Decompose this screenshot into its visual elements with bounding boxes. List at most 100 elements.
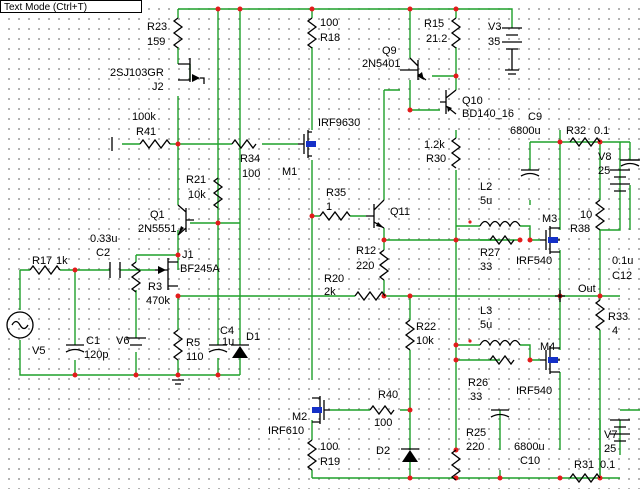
label-R5: R5 [186,337,200,349]
label-R27-value: 33 [480,261,492,273]
resistor-R35 [319,210,351,222]
inductor-L2 [479,220,521,228]
label-V3-value: 35 [488,36,500,48]
label-J1-part: BF245A [180,263,220,275]
label-Q10: Q10 [462,95,483,107]
label-C4-value: 1u [222,336,234,348]
label-Q1-part: 2N5551 [138,223,177,235]
source-V7 [610,419,630,442]
label-V5: V5 [32,345,45,357]
resistor-R20 [354,290,386,302]
label-R35-value: 1 [326,201,332,213]
label-R26: R26 [468,377,488,389]
resistor-R23 [172,17,184,49]
resistor-R15 [450,17,462,49]
label-R41-value: 100k [132,111,156,123]
label-M1: M1 [282,166,297,178]
label-V6: V6 [116,335,129,347]
label-Q11: Q11 [390,206,410,218]
label-V3: V3 [488,21,501,33]
resistor-R5 [172,329,184,361]
capacitor-C12 [620,159,640,167]
label-R32: R32 [566,125,586,137]
label-C4: C4 [220,325,234,337]
label-R12-value: 220 [356,260,374,272]
capacitor-C2 [109,262,121,278]
resistor-R34 [231,138,257,150]
resistor-R40 [369,404,395,416]
label-R22-value: 10k [416,335,434,347]
resistor-R18 [306,17,318,49]
label-R20: R20 [324,273,344,285]
label-R31-value: 0.1 [600,459,615,471]
diode-D1 [232,346,248,358]
label-V8-value: 25 [598,165,610,177]
label-R20-value: 2k [324,286,336,298]
resistor-R17 [29,264,61,276]
label-R30-value: 1.2k [424,139,445,151]
capacitor-C1 [65,344,85,353]
resistor-R33 [594,299,606,331]
label-R21-value: 10k [188,189,206,201]
label-R30: R30 [426,153,446,165]
label-M4: M4 [540,341,555,353]
label-V8: V8 [598,151,611,163]
diode-D2 [402,450,418,462]
label-M1-part: IRF9630 [318,117,360,129]
label-C1-value: 120p [84,349,108,361]
label-R23: R23 [147,21,167,33]
label-M3-part: IRF540 [516,255,552,267]
label-R34-value: 100 [242,168,260,180]
label-C9-value: 6800u [510,125,541,137]
text-mode-indicator[interactable]: Text Mode (Ctrl+T) [0,0,142,13]
label-R25: R25 [466,427,486,439]
capacitor-C4 [208,344,228,353]
label-R18: R18 [320,32,340,44]
label-R19: R19 [320,456,340,468]
label-D1: D1 [246,331,260,343]
inductors [468,220,521,347]
label-R5-value: 110 [186,351,204,363]
inductor-L3 [479,339,521,347]
label-R19-value: 100 [320,441,338,453]
transistors [155,57,560,424]
source-V3 [502,27,522,75]
label-L3-value: 5u [480,319,492,331]
resistor-R22 [404,319,416,351]
label-V7-value: 25 [604,443,616,455]
label-L2-value: 5u [480,195,492,207]
label-R22: R22 [416,321,436,333]
label-C1: C1 [86,335,100,347]
label-M2: M2 [292,411,307,423]
label-R21: R21 [186,174,206,186]
label-D2: D2 [376,445,390,457]
label-R31: R31 [574,459,594,471]
label-R27: R27 [480,247,500,259]
capacitors [65,159,640,418]
label-J2: J2 [152,81,164,93]
label-Q9-part: 2N5401 [362,58,401,70]
label-R3: R3 [148,281,162,293]
resistor-R38 [594,199,606,231]
resistor-R19 [306,439,318,471]
label-R15-value: 21.2 [426,33,447,45]
ground-symbols [172,379,184,385]
label-C2: C2 [96,247,110,259]
label-R40-value: 100 [374,417,392,429]
label-C12-value: 0.1u [612,255,633,267]
label-R15: R15 [424,18,444,30]
resistor-R21 [212,177,224,209]
label-M3: M3 [542,213,557,225]
label-V7: V7 [604,429,617,441]
resistor-R32 [569,136,601,148]
label-M2-part: IRF610 [268,425,304,437]
label-Q9: Q9 [382,45,397,57]
resistor-R25 [450,449,462,481]
label-R33-value: 4 [612,325,618,337]
label-R33: R33 [608,311,628,323]
label-L2: L2 [480,181,492,193]
label-C12: C12 [612,270,632,282]
label-Q1: Q1 [150,209,165,221]
dc-sources [111,27,640,442]
